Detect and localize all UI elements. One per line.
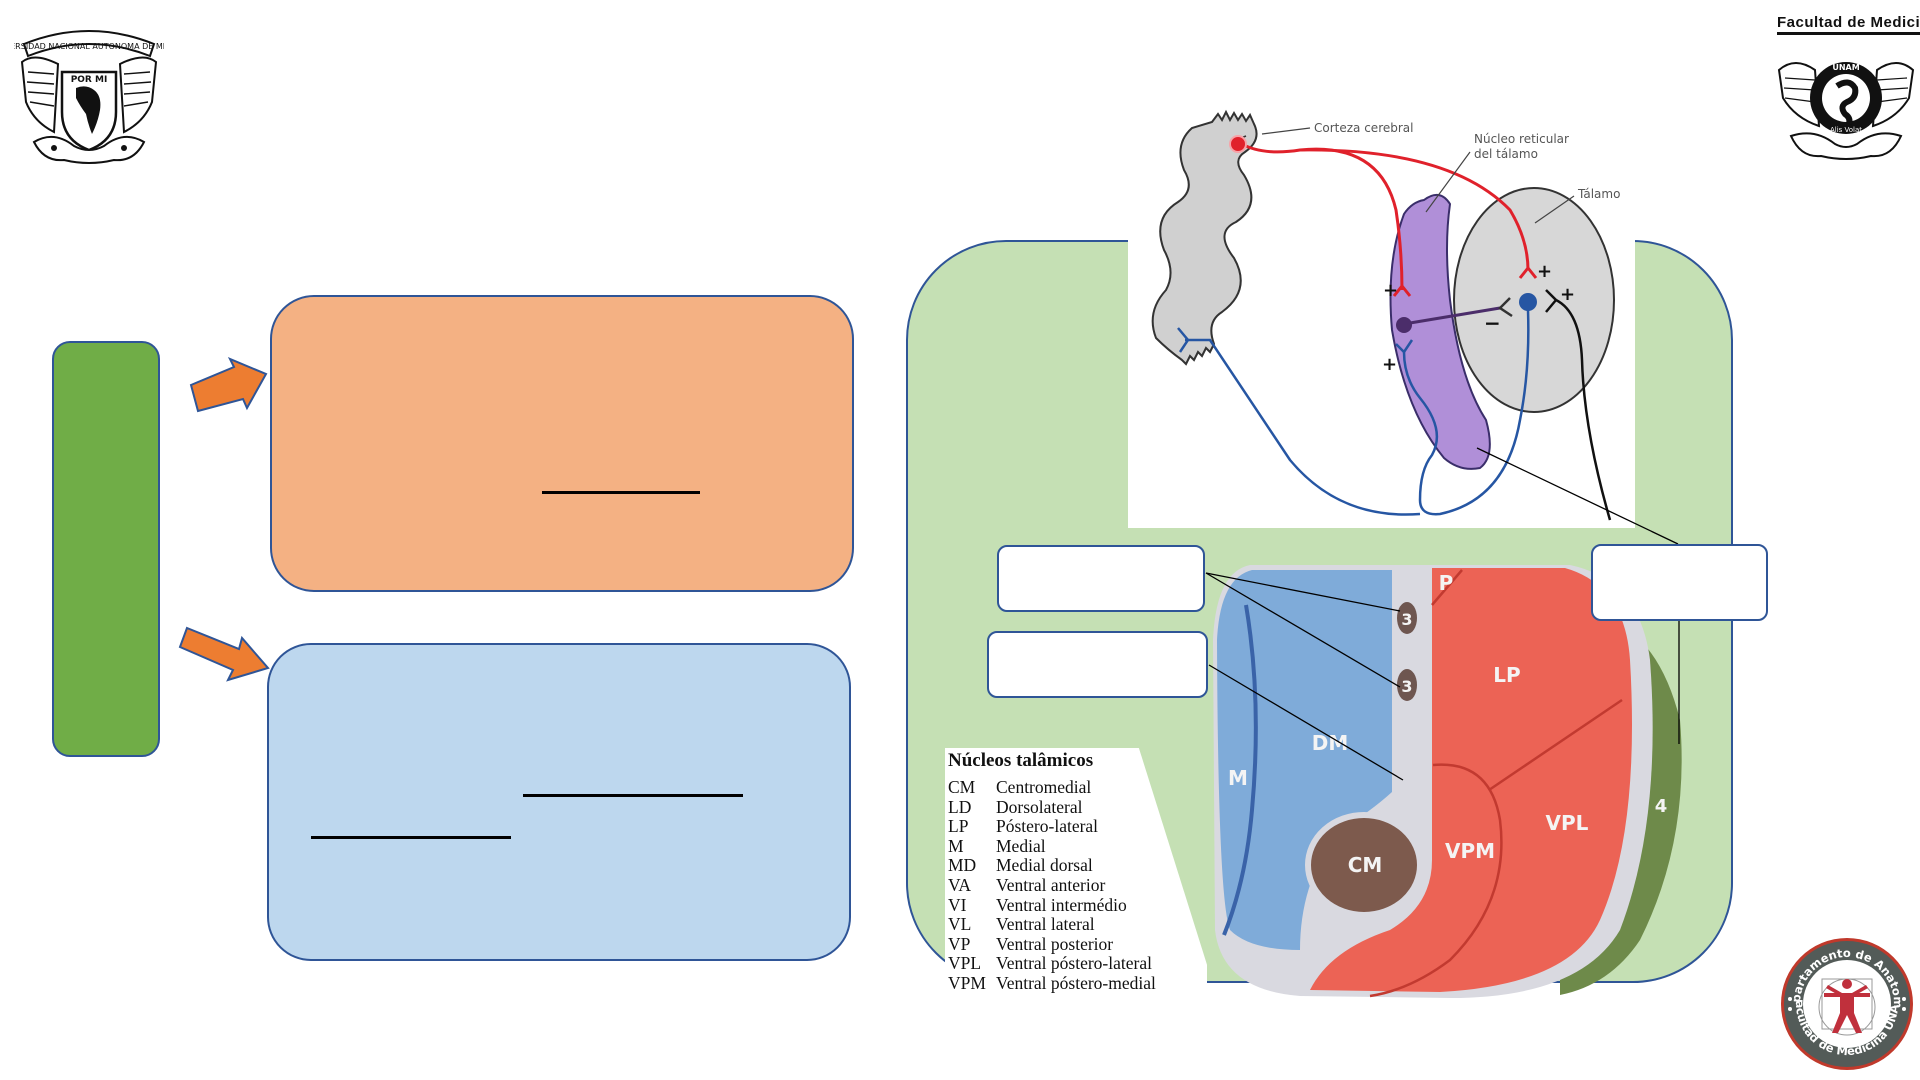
- legend-name: Póstero-lateral: [996, 816, 1099, 837]
- legend-title: Núcleos talâmicos: [948, 750, 1094, 771]
- legend-abbr: VL: [948, 914, 972, 935]
- fill-in-blank[interactable]: [311, 836, 511, 839]
- thalamus-section-diagram: P LP DM M CM VPM VPL 3 3 4: [1213, 565, 1682, 998]
- sign-plus: +: [1382, 354, 1397, 375]
- legend-abbr: LP: [948, 816, 969, 837]
- legend-item: M Medial: [948, 835, 1201, 857]
- legend-item: LP Póstero-lateral: [948, 817, 1201, 837]
- region-label-lp: LP: [1493, 663, 1520, 687]
- legend-name: Ventral póstero-lateral: [996, 953, 1152, 974]
- legend-name: Centromedial: [996, 777, 1092, 797]
- legend-item: VP Ventral posterior: [948, 933, 1201, 955]
- reticular-neuron: [1396, 317, 1412, 333]
- legend-abbr: VI: [948, 894, 967, 915]
- region-red: [1310, 568, 1632, 992]
- legend-item: VA Ventral anterior: [948, 874, 1201, 896]
- orange-concept-box: [270, 295, 854, 592]
- legend-abbr: VPL: [948, 953, 982, 974]
- blue-concept-box: [267, 643, 851, 961]
- fill-in-blank[interactable]: [542, 491, 700, 494]
- legend-name: Ventral intermédio: [996, 894, 1127, 915]
- legend-item: LD Dorsolateral: [948, 796, 1201, 818]
- legend-name: Ventral anterior: [996, 874, 1106, 895]
- label-corteza-cerebral: Corteza cerebral: [1314, 121, 1413, 135]
- answer-label-box-3[interactable]: [1591, 544, 1768, 621]
- region-label-m: M: [1228, 766, 1248, 790]
- region-label-3: 3: [1401, 677, 1412, 696]
- label-talamo: Tálamo: [1577, 187, 1620, 201]
- legend-name: Ventral lateral: [996, 914, 1095, 935]
- legend-name: Ventral posterior: [996, 933, 1114, 954]
- region-label-vpm: VPM: [1445, 839, 1495, 863]
- region-cm: [1305, 812, 1423, 918]
- legend-abbr: VPM: [948, 972, 986, 993]
- legend-name: Ventral póstero-medial: [996, 972, 1156, 993]
- region-label-p: P: [1439, 571, 1454, 595]
- legend-item: VL Ventral lateral: [948, 915, 1201, 935]
- sign-plus: +: [1537, 261, 1552, 282]
- arrow-to-blue-box-icon: [178, 626, 270, 682]
- unam-logo: UNIVERSIDAD NACIONAL AUTONOMA DE MEXICO …: [14, 30, 164, 164]
- facultad-medicina-logo: UNAM Alis Volat: [1777, 62, 1915, 160]
- region-label-dm: DM: [1312, 731, 1349, 755]
- legend-item: VPL Ventral póstero-lateral: [948, 954, 1201, 974]
- arrow-to-orange-box-icon: [189, 357, 268, 413]
- legend-name: Medial: [996, 835, 1046, 856]
- legend-item: MD Medial dorsal: [948, 856, 1201, 876]
- sign-plus: +: [1560, 284, 1575, 305]
- emblem-text: UNAM: [1832, 63, 1859, 72]
- label-del-talamo: del tálamo: [1474, 147, 1538, 161]
- legend-item: CM Centromedial: [948, 777, 1201, 798]
- legend-item: VI Ventral intermédio: [948, 894, 1201, 916]
- region-label-vpl: VPL: [1546, 811, 1589, 835]
- main-concept-box: [52, 341, 160, 757]
- thalamic-nuclei-legend: Núcleos talâmicos CM Centromedial LD Dorso…: [945, 748, 1207, 1000]
- unam-logo-text: UNIVERSIDAD NACIONAL AUTONOMA DE MEXICO: [14, 42, 164, 51]
- legend-abbr: VP: [948, 933, 971, 954]
- region-label-cm: CM: [1348, 853, 1383, 877]
- legend-name: Dorsolateral: [996, 796, 1083, 817]
- facultad-medicina-title: Facultad de Medicina: [1777, 14, 1920, 31]
- thalamic-circuit-diagram: + + + − + Corteza cerebral Núcleo reticu…: [1128, 100, 1635, 528]
- emblem-motto: Alis Volat: [1830, 126, 1862, 134]
- cortical-neuron: [1229, 135, 1247, 153]
- label-nucleo-reticular: Núcleo reticular: [1474, 132, 1569, 146]
- legend-name: Medial dorsal: [996, 855, 1093, 876]
- departamento-anatomia-logo: Departamento de Anatomía Facultad de Med…: [1778, 935, 1913, 1070]
- legend-abbr: CM: [948, 777, 976, 797]
- region-label-3: 3: [1401, 610, 1412, 629]
- answer-label-box-1[interactable]: [997, 545, 1205, 612]
- thalamic-neuron: [1519, 293, 1537, 311]
- legend-abbr: M: [948, 835, 964, 856]
- answer-label-box-2[interactable]: [987, 631, 1208, 698]
- legend-abbr: MD: [948, 855, 977, 876]
- legend-item: VPM Ventral póstero-medial: [948, 972, 1201, 994]
- legend-abbr: LD: [948, 796, 972, 817]
- region-label-4: 4: [1655, 796, 1668, 817]
- svg-text:POR MI: POR MI: [71, 75, 108, 85]
- sign-plus: +: [1383, 280, 1398, 301]
- sign-minus: −: [1484, 311, 1501, 335]
- fill-in-blank[interactable]: [523, 794, 743, 797]
- title-rule: [1777, 32, 1920, 35]
- legend-abbr: VA: [948, 874, 972, 895]
